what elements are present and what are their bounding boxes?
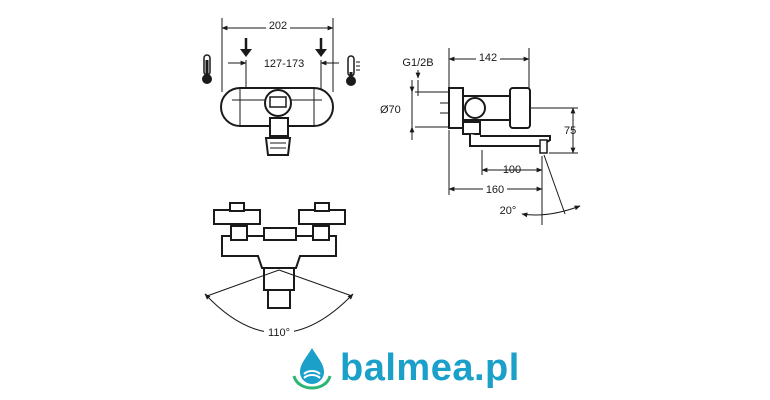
inlet-arrow-right-icon bbox=[315, 38, 327, 57]
inlet-arrow-left-icon bbox=[240, 38, 252, 57]
front-spacing-label: 127-173 bbox=[264, 58, 304, 70]
cold-thermometer-icon bbox=[346, 55, 360, 86]
height-label: 75 bbox=[564, 125, 576, 137]
brand-logo[interactable]: balmea.pl bbox=[292, 346, 520, 390]
front-width-label: 202 bbox=[269, 20, 287, 32]
brand-name: balmea.pl bbox=[340, 346, 520, 389]
front-view: 202 127-173 bbox=[202, 18, 360, 156]
top-view: 110° bbox=[204, 202, 354, 339]
total-reach-label: 160 bbox=[486, 184, 504, 196]
connection-thread-label: G1/2B bbox=[402, 57, 433, 69]
side-depth-label: 142 bbox=[479, 52, 497, 64]
water-drop-logo-icon bbox=[292, 348, 332, 390]
hot-thermometer-icon bbox=[202, 54, 212, 84]
diameter-label: Ø70 bbox=[380, 104, 401, 116]
swivel-angle-label: 110° bbox=[268, 327, 290, 339]
mixer-side-body bbox=[440, 87, 551, 154]
mixer-front-body bbox=[220, 87, 334, 156]
side-view: 142 G1/2B Ø70 75 bbox=[380, 48, 581, 225]
spout-angle-label: 20° bbox=[500, 205, 517, 217]
spout-reach-label: 100 bbox=[503, 164, 521, 176]
